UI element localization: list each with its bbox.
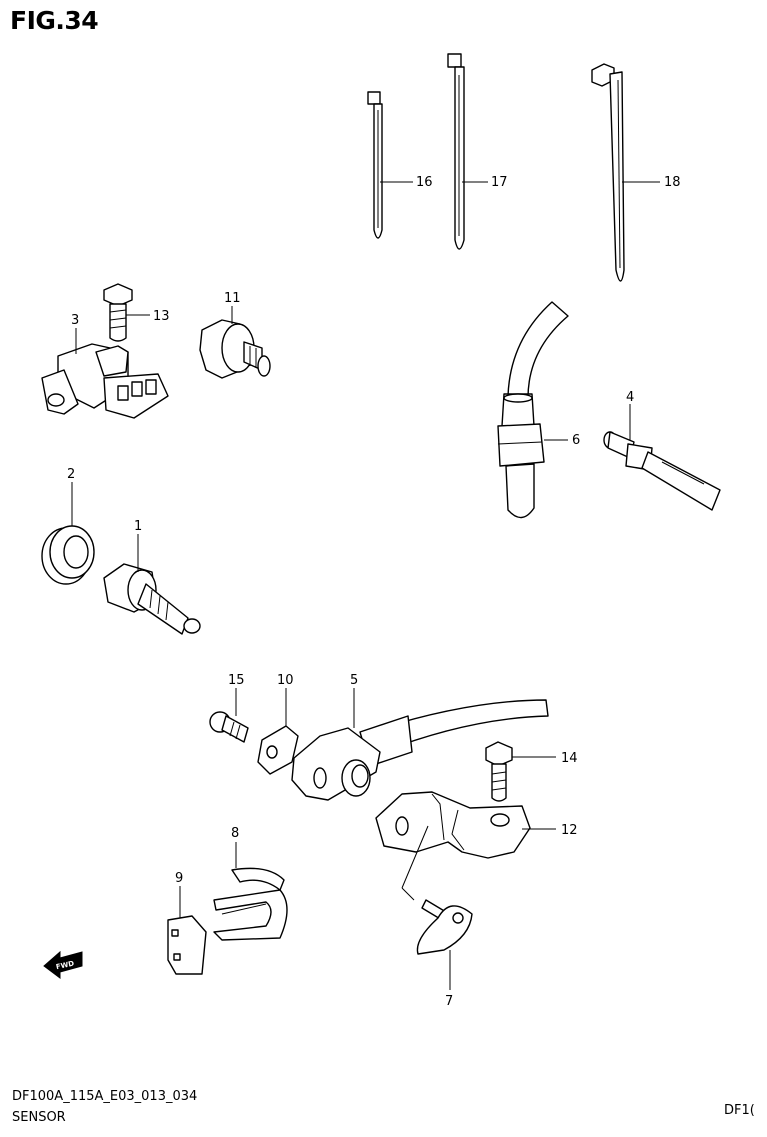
part-6-sensor — [497, 301, 569, 519]
part-18-cable-tie — [591, 63, 660, 282]
part-1-temp-sensor — [103, 534, 201, 635]
callout-5: 5 — [350, 673, 358, 688]
footer-right-code: DF1( — [724, 1103, 755, 1118]
callout-3: 3 — [71, 313, 79, 328]
callout-10: 10 — [277, 673, 294, 688]
part-11-knock-sensor — [199, 306, 271, 379]
callout-2: 2 — [67, 467, 75, 482]
callout-13: 13 — [153, 309, 170, 324]
part-7-clamp — [416, 899, 473, 990]
part-17-cable-tie — [447, 53, 488, 250]
part-8-clamp — [213, 842, 288, 941]
part-14-bolt — [485, 741, 556, 802]
part-12-bracket — [375, 791, 556, 901]
forward-arrow-icon: FWD — [43, 950, 83, 979]
callout-7: 7 — [445, 994, 453, 1009]
callout-4: 4 — [626, 390, 634, 405]
footer-code: DF100A_115A_E03_013_034 — [12, 1089, 198, 1104]
part-10-plate — [257, 688, 299, 775]
figure-title: FIG.34 — [10, 6, 99, 35]
callout-14: 14 — [561, 751, 578, 766]
part-15-bolt — [209, 688, 249, 743]
footer-name: SENSOR — [12, 1110, 66, 1125]
part-13-bolt — [103, 283, 150, 342]
callout-12: 12 — [561, 823, 578, 838]
callout-16: 16 — [416, 175, 433, 190]
callout-15: 15 — [228, 673, 245, 688]
callout-17: 17 — [491, 175, 508, 190]
callout-6: 6 — [572, 433, 580, 448]
callout-1: 1 — [134, 519, 142, 534]
callout-8: 8 — [231, 826, 239, 841]
part-5-crank-sensor — [291, 688, 549, 801]
callout-11: 11 — [224, 291, 241, 306]
callout-18: 18 — [664, 175, 681, 190]
part-16-cable-tie — [367, 91, 413, 239]
part-3-map-sensor — [41, 328, 169, 419]
forward-badge-text: FWD — [55, 959, 75, 971]
part-9-plate — [167, 886, 207, 975]
callout-9: 9 — [175, 871, 183, 886]
part-4-temp-sensor — [603, 404, 721, 511]
part-2-grommet — [41, 482, 95, 585]
